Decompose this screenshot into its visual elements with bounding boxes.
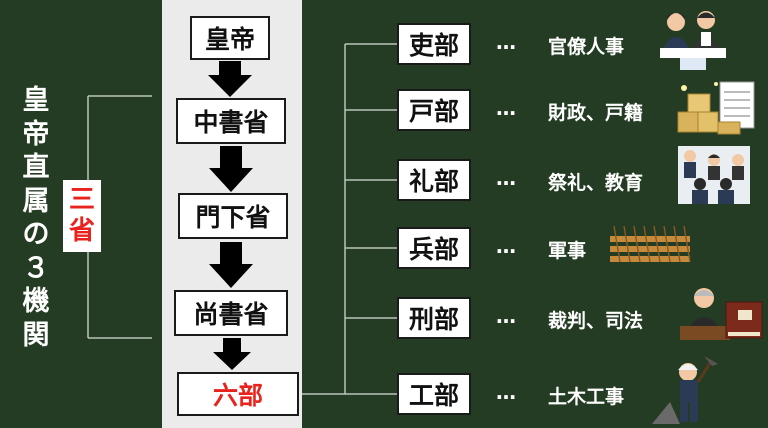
down-arrow-icon xyxy=(213,338,251,370)
title-char: 直 xyxy=(22,152,50,183)
ellipsis: … xyxy=(496,234,517,258)
rikubu-box: 六部 xyxy=(177,372,299,416)
shosho-box: 尚書省 xyxy=(174,290,288,336)
dept-box-keibu: 刑部 xyxy=(397,297,471,339)
ellipsis: … xyxy=(496,304,517,328)
ellipsis: … xyxy=(496,30,517,54)
sansho-char: 省 xyxy=(68,216,95,246)
title-char: 機 xyxy=(22,286,50,317)
judge-lawbook-illustration-icon xyxy=(680,288,763,340)
down-arrow-icon xyxy=(208,61,252,97)
shosho-label: 尚書省 xyxy=(193,300,269,329)
rikubu-label: 六部 xyxy=(212,381,263,410)
dept-duty: 裁判、司法 xyxy=(548,310,644,332)
emperor-label: 皇帝 xyxy=(204,25,255,54)
dept-name: 戸部 xyxy=(408,97,459,126)
construction-worker-illustration-icon xyxy=(652,356,718,424)
ellipsis: … xyxy=(496,380,517,404)
dept-duty: 土木工事 xyxy=(548,386,625,408)
vertical-title: 皇 帝 直 属 の ３ 機 関 xyxy=(16,84,56,352)
dept-duty: 軍事 xyxy=(548,240,587,262)
ellipsis: … xyxy=(496,166,517,190)
dept-name: 礼部 xyxy=(408,167,459,196)
dept-name: 兵部 xyxy=(408,235,459,264)
dept-duty: 祭礼、教育 xyxy=(548,172,644,194)
dept-name: 工部 xyxy=(408,381,459,410)
title-char: 皇 xyxy=(22,85,50,116)
sansho-char: 三 xyxy=(68,185,95,215)
down-arrow-icon xyxy=(209,242,253,288)
title-char: ３ xyxy=(22,252,50,284)
meeting-illustration-icon xyxy=(660,11,726,70)
dept-duty: 官僚人事 xyxy=(548,36,625,58)
dept-duty: 財政、戸籍 xyxy=(548,102,644,124)
down-arrow-icon xyxy=(209,146,253,192)
chusho-box: 中書省 xyxy=(176,98,286,144)
title-char: の xyxy=(22,219,50,250)
title-char: 帝 xyxy=(22,118,50,150)
dept-box-kobu: 戸部 xyxy=(397,89,471,131)
dept-box-kobu-works: 工部 xyxy=(397,373,471,415)
army-troops-illustration-icon xyxy=(610,225,691,263)
title-char: 関 xyxy=(22,319,50,351)
monka-label: 門下省 xyxy=(195,203,271,232)
dept-name: 吏部 xyxy=(408,31,459,60)
title-char: 属 xyxy=(22,185,50,217)
dept-box-reibu: 礼部 xyxy=(397,159,471,201)
monka-box: 門下省 xyxy=(178,193,288,239)
classroom-illustration-icon xyxy=(678,146,750,204)
gold-coins-register-illustration-icon xyxy=(677,81,755,135)
sansho-label: 三 省 xyxy=(63,180,101,252)
department-branches xyxy=(345,43,397,395)
emperor-box: 皇帝 xyxy=(190,16,270,60)
dept-box-ribu: 吏部 xyxy=(397,23,471,65)
dept-box-hyobu: 兵部 xyxy=(397,227,471,269)
dept-name: 刑部 xyxy=(408,305,459,334)
chusho-label: 中書省 xyxy=(193,108,269,137)
ellipsis: … xyxy=(496,96,517,120)
